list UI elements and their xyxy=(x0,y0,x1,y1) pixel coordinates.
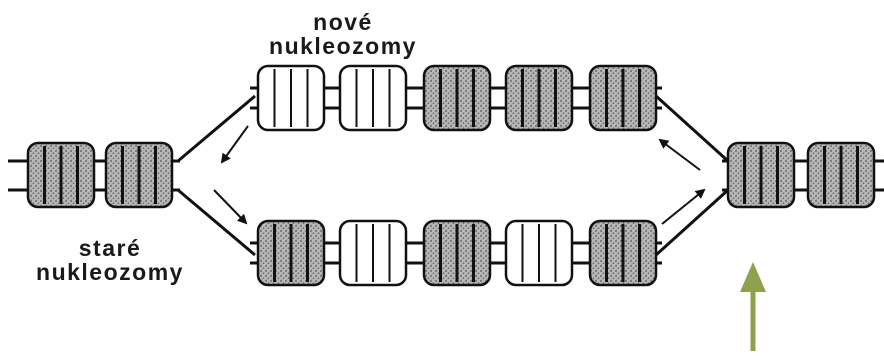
direction-arrows xyxy=(213,125,706,225)
new-nucleosomes-label: nové nukleozomy xyxy=(258,10,428,58)
dna-strand-fork-left-upper xyxy=(177,94,256,163)
old-nucleosome-upper-3 xyxy=(422,64,492,132)
old-nucleosome-lower-1 xyxy=(256,219,326,287)
old-nucleosome-lower-3 xyxy=(422,219,492,287)
old-nucleosome-left-2 xyxy=(104,141,174,209)
nucleosomes-layer xyxy=(26,64,876,287)
new-nucleosomes-label-line2: nukleozomy xyxy=(269,33,417,59)
old-nucleosomes-label-line1: staré xyxy=(78,235,142,261)
old-nucleosome-right-1 xyxy=(726,141,796,209)
new-nucleosome-upper-1 xyxy=(256,64,326,132)
old-nucleosome-lower-5 xyxy=(588,219,658,287)
arrow-lower-left xyxy=(213,189,248,225)
arrow-upper-left xyxy=(220,125,249,164)
new-nucleosome-lower-2 xyxy=(338,219,408,287)
pointer-arrow xyxy=(740,262,766,351)
new-nucleosome-upper-2 xyxy=(338,64,408,132)
old-nucleosomes-label-line2: nukleozomy xyxy=(36,259,184,285)
arrow-upper-right xyxy=(658,138,701,171)
arrow-lower-right xyxy=(661,188,706,225)
old-nucleosome-left-1 xyxy=(26,141,96,209)
pointer-arrow-head xyxy=(740,262,766,292)
old-nucleosomes-label: staré nukleozomy xyxy=(30,236,190,284)
old-nucleosome-upper-4 xyxy=(504,64,574,132)
new-nucleosome-lower-4 xyxy=(504,219,574,287)
old-nucleosome-upper-5 xyxy=(588,64,658,132)
dna-strand-fork-right-lower xyxy=(654,188,730,257)
dna-strand-fork-right-upper xyxy=(654,94,730,163)
new-nucleosomes-label-line1: nové xyxy=(313,9,373,35)
old-nucleosome-right-2 xyxy=(806,141,876,209)
dna-strand-fork-left-lower xyxy=(177,188,256,257)
